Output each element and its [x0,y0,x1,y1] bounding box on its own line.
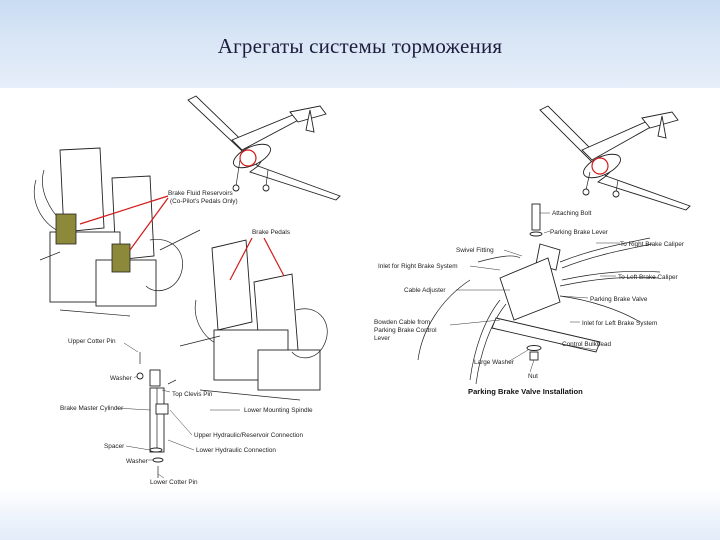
label-bowden-cable-2: Parking Brake Control [374,327,437,334]
label-attaching-bolt: Attaching Bolt [552,210,592,217]
pedal-assembly-upper [33,147,201,317]
caption-parking-brake-valve-installation: Parking Brake Valve Installation [468,387,583,396]
label-parking-brake-valve: Parking Brake Valve [590,296,648,303]
label-to-right-caliper: To Right Brake Caliper [620,241,685,248]
label-to-left-caliper: To Left Brake Caliper [618,274,679,281]
label-control-bulkhead: Control Bulkhead [562,341,611,348]
aircraft-silhouette-right [539,105,691,211]
label-lower-hydraulic: Lower Hydraulic Connection [196,447,276,454]
label-swivel-fitting: Swivel Fitting [456,247,494,254]
label-cable-adjuster: Cable Adjuster [404,287,446,294]
label-parking-brake-lever: Parking Brake Lever [550,229,609,236]
slide-title: Агрегаты системы торможения [217,34,503,58]
reservoir-2 [111,243,131,273]
label-top-clevis-pin: Top Clevis Pin [172,391,213,398]
label-spacer: Spacer [104,443,125,450]
aircraft-silhouette-left [187,95,341,201]
parking-brake-valve [417,203,661,385]
label-lower-cotter-pin: Lower Cotter Pin [150,479,198,486]
label-bowden-cable-3: Lever [374,335,391,342]
reservoir-1 [55,213,77,245]
master-cylinder-exploded [115,342,240,479]
pedal-assembly-lower [179,237,328,401]
label-inlet-left: Inlet for Left Brake System [582,320,657,327]
label-washer-bottom: Washer [126,458,149,465]
highlight-circle-left [239,149,257,167]
title-band [0,0,720,88]
label-brake-pedals: Brake Pedals [252,229,290,236]
label-brake-master-cylinder: Brake Master Cylinder [60,405,124,412]
bottom-band [0,488,720,540]
label-washer-top: Washer [110,375,133,382]
label-reservoirs-2: (Co-Pilot's Pedals Only) [170,198,238,205]
label-reservoirs-1: Brake Fluid Reservoirs [168,190,233,197]
label-upper-cotter-pin: Upper Cotter Pin [68,338,116,345]
label-upper-hydraulic: Upper Hydraulic/Reservoir Connection [194,432,303,439]
highlight-circle-right [591,157,609,175]
label-large-washer: Large Washer [474,359,515,366]
label-nut: Nut [528,373,538,380]
label-lower-mounting-spindle: Lower Mounting Spindle [244,407,313,414]
label-inlet-right: Inlet for Right Brake System [378,263,458,270]
label-bowden-cable-1: Bowden Cable from [374,319,430,326]
